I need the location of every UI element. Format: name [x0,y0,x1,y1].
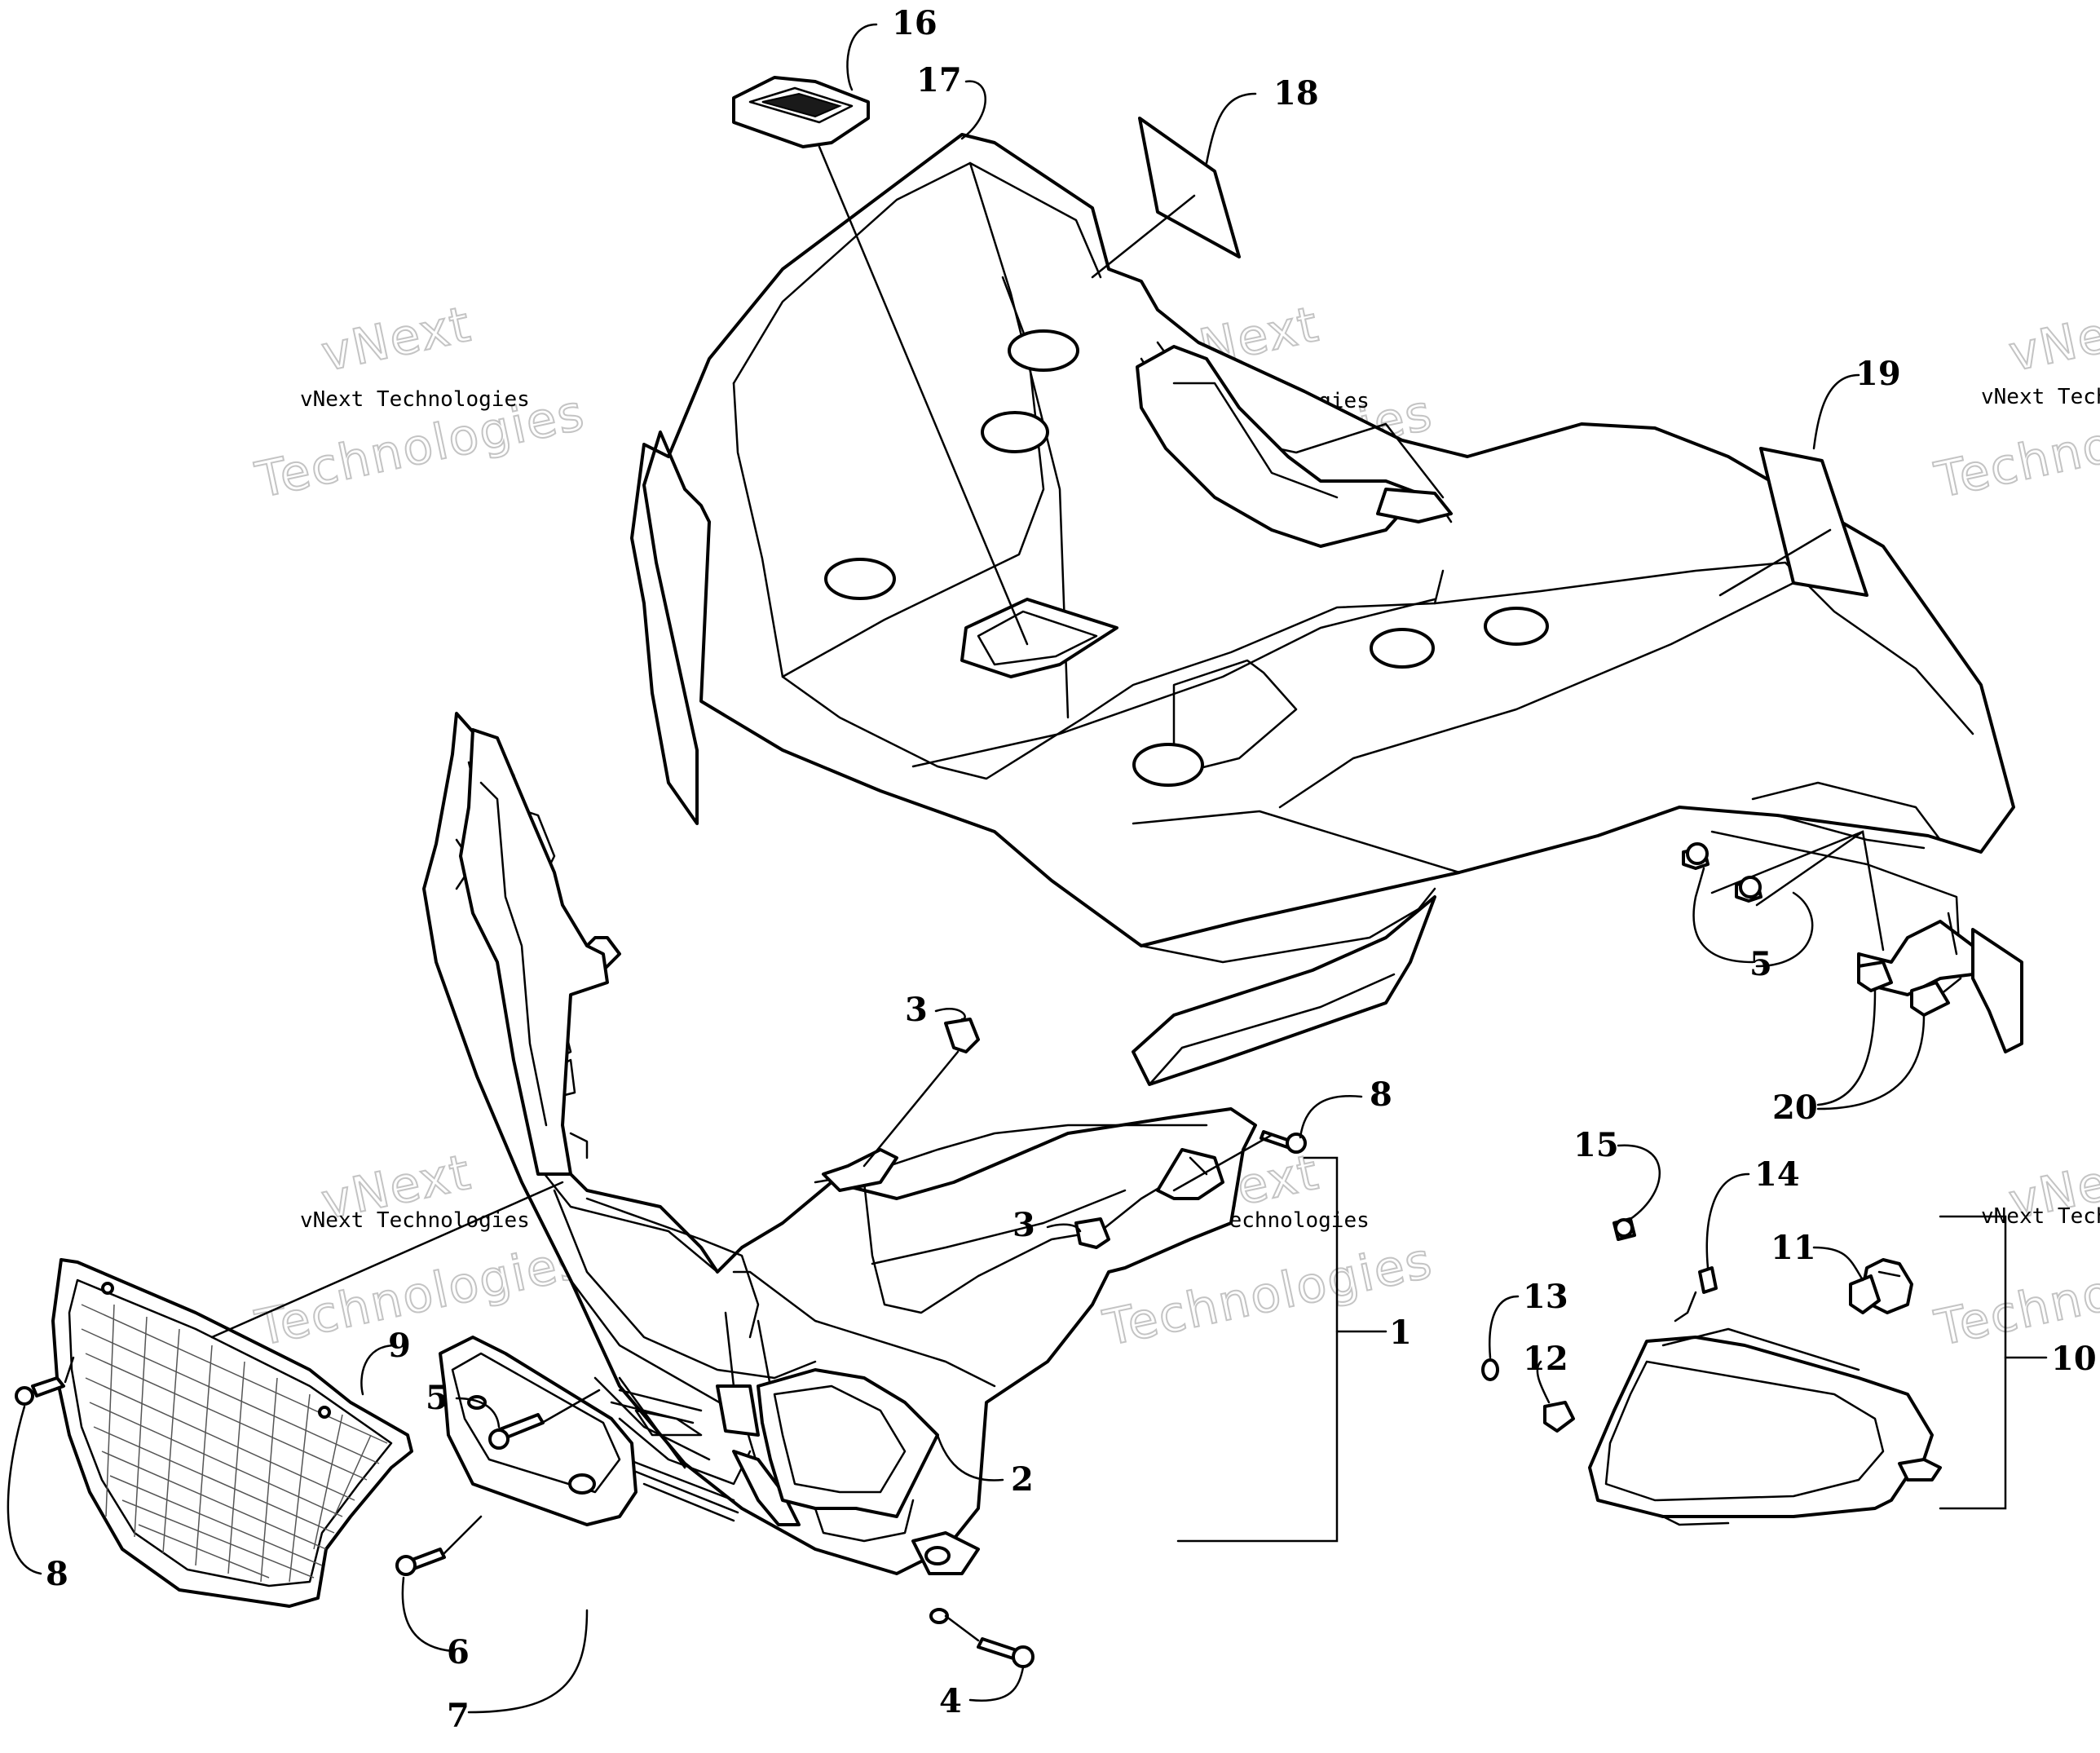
part-4-screw [929,1608,1035,1668]
part-20-clips [1857,960,1950,1017]
part-15-screw [1612,1217,1636,1241]
callout-1: 1 [1389,1314,1412,1352]
part-13-o-ring [1481,1358,1499,1381]
callout-10: 10 [2051,1340,2097,1378]
part-5-screws-fender [1682,842,1762,903]
part-9-grille [15,1258,413,1608]
part-16-emblem [732,76,870,148]
callout-13: 13 [1523,1278,1568,1316]
part-2-lower-panel [757,1368,939,1543]
watermark-bottom-text: Technologies [251,1232,590,1358]
callout-11: 11 [1771,1229,1816,1267]
part-3-clip-lower [1074,1217,1110,1249]
callout-2: 2 [1011,1460,1034,1499]
part-12-nut [1543,1401,1575,1433]
callout-6: 6 [447,1633,470,1671]
part-8-screw-right [1260,1130,1307,1154]
callout-16: 16 [892,4,938,42]
part-19-decal [1759,447,1868,597]
part-10-headlight [1588,1327,1942,1526]
watermark-text: vNext Technologies [300,387,530,412]
part-6-screw [395,1548,446,1576]
callout-4: 4 [939,1682,962,1720]
part-1-front-bumper [422,712,1257,1575]
callout-17: 17 [916,61,962,99]
watermark-top-text: vNext [317,296,477,383]
watermark-text: vNext Technologies [300,1208,530,1233]
watermark-top-text: vNext [2005,296,2100,383]
callout-19: 19 [1855,355,1901,393]
callout-5-bumper: 5 [426,1379,448,1417]
watermark-bottom-text: Technologies [1930,1232,2100,1358]
callout-9: 9 [388,1327,411,1365]
part-14-adjuster [1674,1266,1718,1322]
callout-12: 12 [1523,1340,1568,1378]
callout-labels: 16 17 18 19 5 20 3 3 8 1 2 4 5 6 7 9 8 1… [46,4,2097,1735]
leader-lines [7,23,2048,1714]
part-3-clip-upper [944,1018,980,1053]
watermark-text: vNext Technologies [1981,385,2100,409]
callout-8-right: 8 [1370,1075,1392,1114]
callout-18: 18 [1273,74,1319,113]
callout-5-fender: 5 [1749,945,1772,983]
part-18-decal [1138,117,1241,258]
callout-15: 15 [1573,1126,1619,1164]
callout-3-upper: 3 [905,991,928,1029]
callout-14: 14 [1754,1155,1800,1194]
callout-20: 20 [1772,1088,1818,1127]
callout-3-lower: 3 [1012,1206,1035,1244]
callout-7: 7 [447,1697,470,1735]
part-7-trim-plate [439,1336,638,1526]
part-11-bulb [1849,1258,1913,1314]
part-17-front-fender [630,133,2023,1086]
grille-mesh-pattern [81,1304,388,1583]
callout-8-left: 8 [46,1555,68,1593]
